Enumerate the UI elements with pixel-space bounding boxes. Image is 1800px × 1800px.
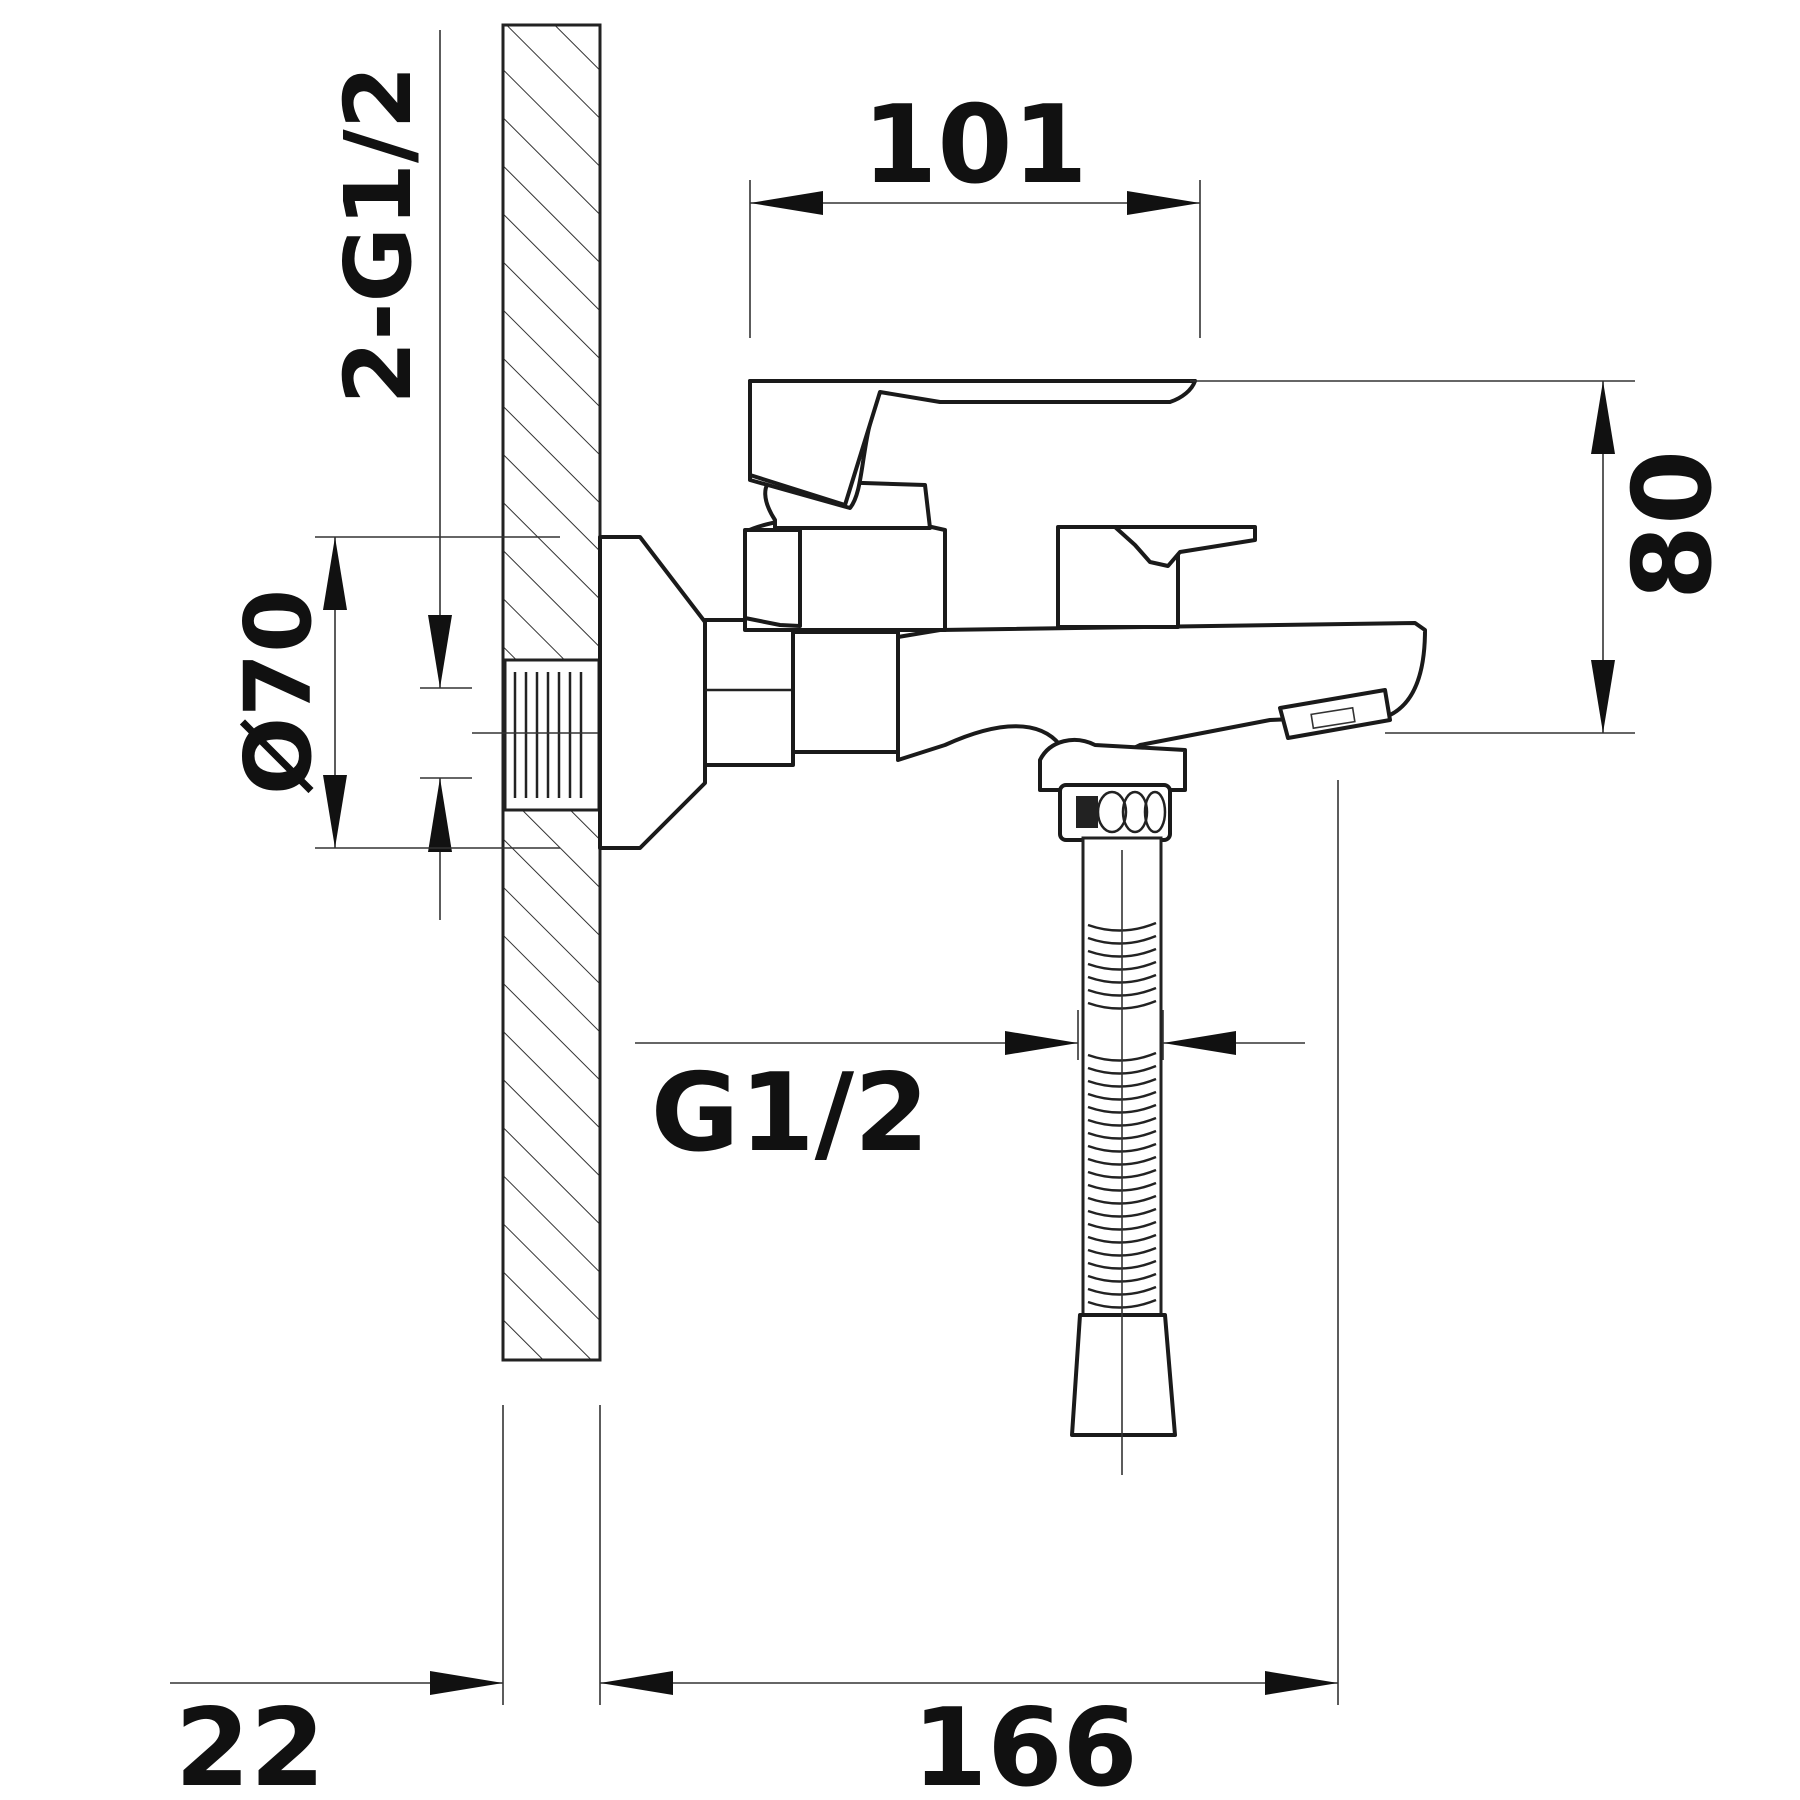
diameter-label: Ø70 <box>225 589 332 795</box>
projection-label: 166 <box>912 1686 1137 1800</box>
lever-length-label: 101 <box>862 83 1087 208</box>
dimension-2-g1-2: 2-G1/2 <box>325 30 472 920</box>
dimension-height: 80 <box>1190 380 1736 734</box>
dimension-projection: 166 <box>599 780 1339 1800</box>
flexible-hose <box>1070 836 1177 1475</box>
height-label: 80 <box>1611 450 1736 600</box>
connector-nut <box>703 618 900 767</box>
diverter-knob <box>1056 525 1257 629</box>
hose-thread-label: G1/2 <box>651 1051 929 1176</box>
mixer-body <box>896 621 1427 763</box>
dimension-hose-thread: G1/2 <box>635 1010 1305 1176</box>
dimension-flange-diameter: Ø70 <box>225 536 560 849</box>
dimension-wall-offset: 22 <box>170 1405 504 1800</box>
wall-flange <box>598 535 707 850</box>
dimension-lever-length: 101 <box>749 83 1201 338</box>
spout-aerator <box>1278 688 1392 740</box>
thread-label-2-g1-2: 2-G1/2 <box>325 65 432 404</box>
lever-handle <box>743 379 1197 632</box>
inlet-thread <box>472 658 625 812</box>
hose-outlet <box>1038 738 1187 842</box>
wall-offset-label: 22 <box>175 1686 325 1800</box>
